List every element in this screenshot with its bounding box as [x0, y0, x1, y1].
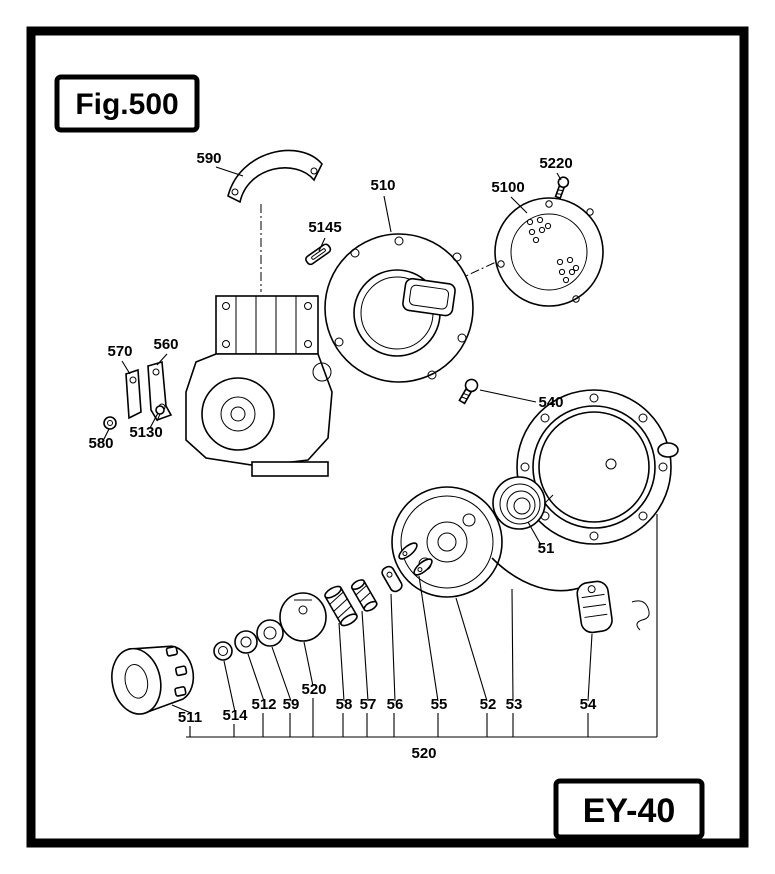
fan-cover-drawing: [324, 233, 474, 383]
part-label-53: 53: [506, 696, 523, 713]
part-label-560: 560: [153, 336, 178, 353]
part-label-5145: 5145: [308, 219, 341, 236]
part-label-5220: 5220: [539, 155, 572, 172]
part-label-590: 590: [196, 150, 221, 167]
part-label-512: 512: [251, 696, 276, 713]
starter-rope-drawing: [491, 557, 586, 592]
part-label-5130: 5130: [129, 424, 162, 441]
starter-cup-511-drawing: [111, 645, 195, 715]
leader-lines: [103, 166, 593, 714]
part-label-57: 57: [360, 696, 377, 713]
starter-case-drawing: [516, 389, 679, 545]
model-number-box: EY-40: [553, 778, 705, 840]
assembly-bracket: [186, 514, 658, 738]
washer-512-drawing: [234, 630, 258, 654]
part-label-540: 540: [538, 394, 563, 411]
baffle-590-drawing: [227, 149, 323, 204]
figure-number: Fig.500: [75, 88, 178, 121]
part-label-514: 514: [222, 707, 248, 724]
part-label-51: 51: [538, 540, 555, 557]
spring-57-drawing: [350, 579, 378, 612]
bracket-570-drawing: [125, 368, 142, 420]
pawl-56-drawing: [381, 565, 403, 593]
engine-block-drawing: [185, 295, 333, 477]
pawls-55-drawing: [398, 542, 433, 576]
part-label-56: 56: [387, 696, 404, 713]
plate-520-drawing: [279, 592, 327, 642]
screw-580-drawing: [103, 416, 117, 430]
spring-58-drawing: [324, 585, 358, 627]
assembly-label-520: 520: [411, 745, 436, 762]
part-label-59: 59: [283, 696, 300, 713]
rope-hook-drawing: [631, 600, 650, 631]
nut-514-drawing: [213, 641, 233, 661]
plate-5145-drawing: [305, 243, 332, 266]
part-labels: 590 510 5145 5100 5220 570 560 5130 580 …: [88, 150, 597, 762]
part-label-54: 54: [580, 696, 597, 713]
page-frame: [26, 26, 749, 848]
part-label-55: 55: [431, 696, 448, 713]
part-label-510: 510: [370, 177, 395, 194]
part-label-52: 52: [480, 696, 497, 713]
part-label-5100: 5100: [491, 179, 524, 196]
back-plate-5100-drawing: [494, 197, 604, 307]
part-label-511: 511: [178, 709, 202, 726]
screw-5220-drawing: [554, 176, 570, 200]
washer-59-drawing: [256, 619, 284, 647]
handle-54-drawing: [576, 580, 613, 634]
part-label-58: 58: [336, 696, 353, 713]
figure-number-box: Fig.500: [54, 74, 200, 133]
model-number: EY-40: [583, 792, 676, 830]
screw-5130-drawing: [155, 405, 165, 422]
part-label-580: 580: [88, 435, 113, 452]
rope-pulley-52-drawing: [391, 486, 503, 598]
part-label-520: 520: [301, 681, 326, 698]
screw-540-drawing: [458, 378, 479, 405]
part-label-570: 570: [107, 343, 132, 360]
spiral-spring-51-drawing: [492, 476, 554, 530]
